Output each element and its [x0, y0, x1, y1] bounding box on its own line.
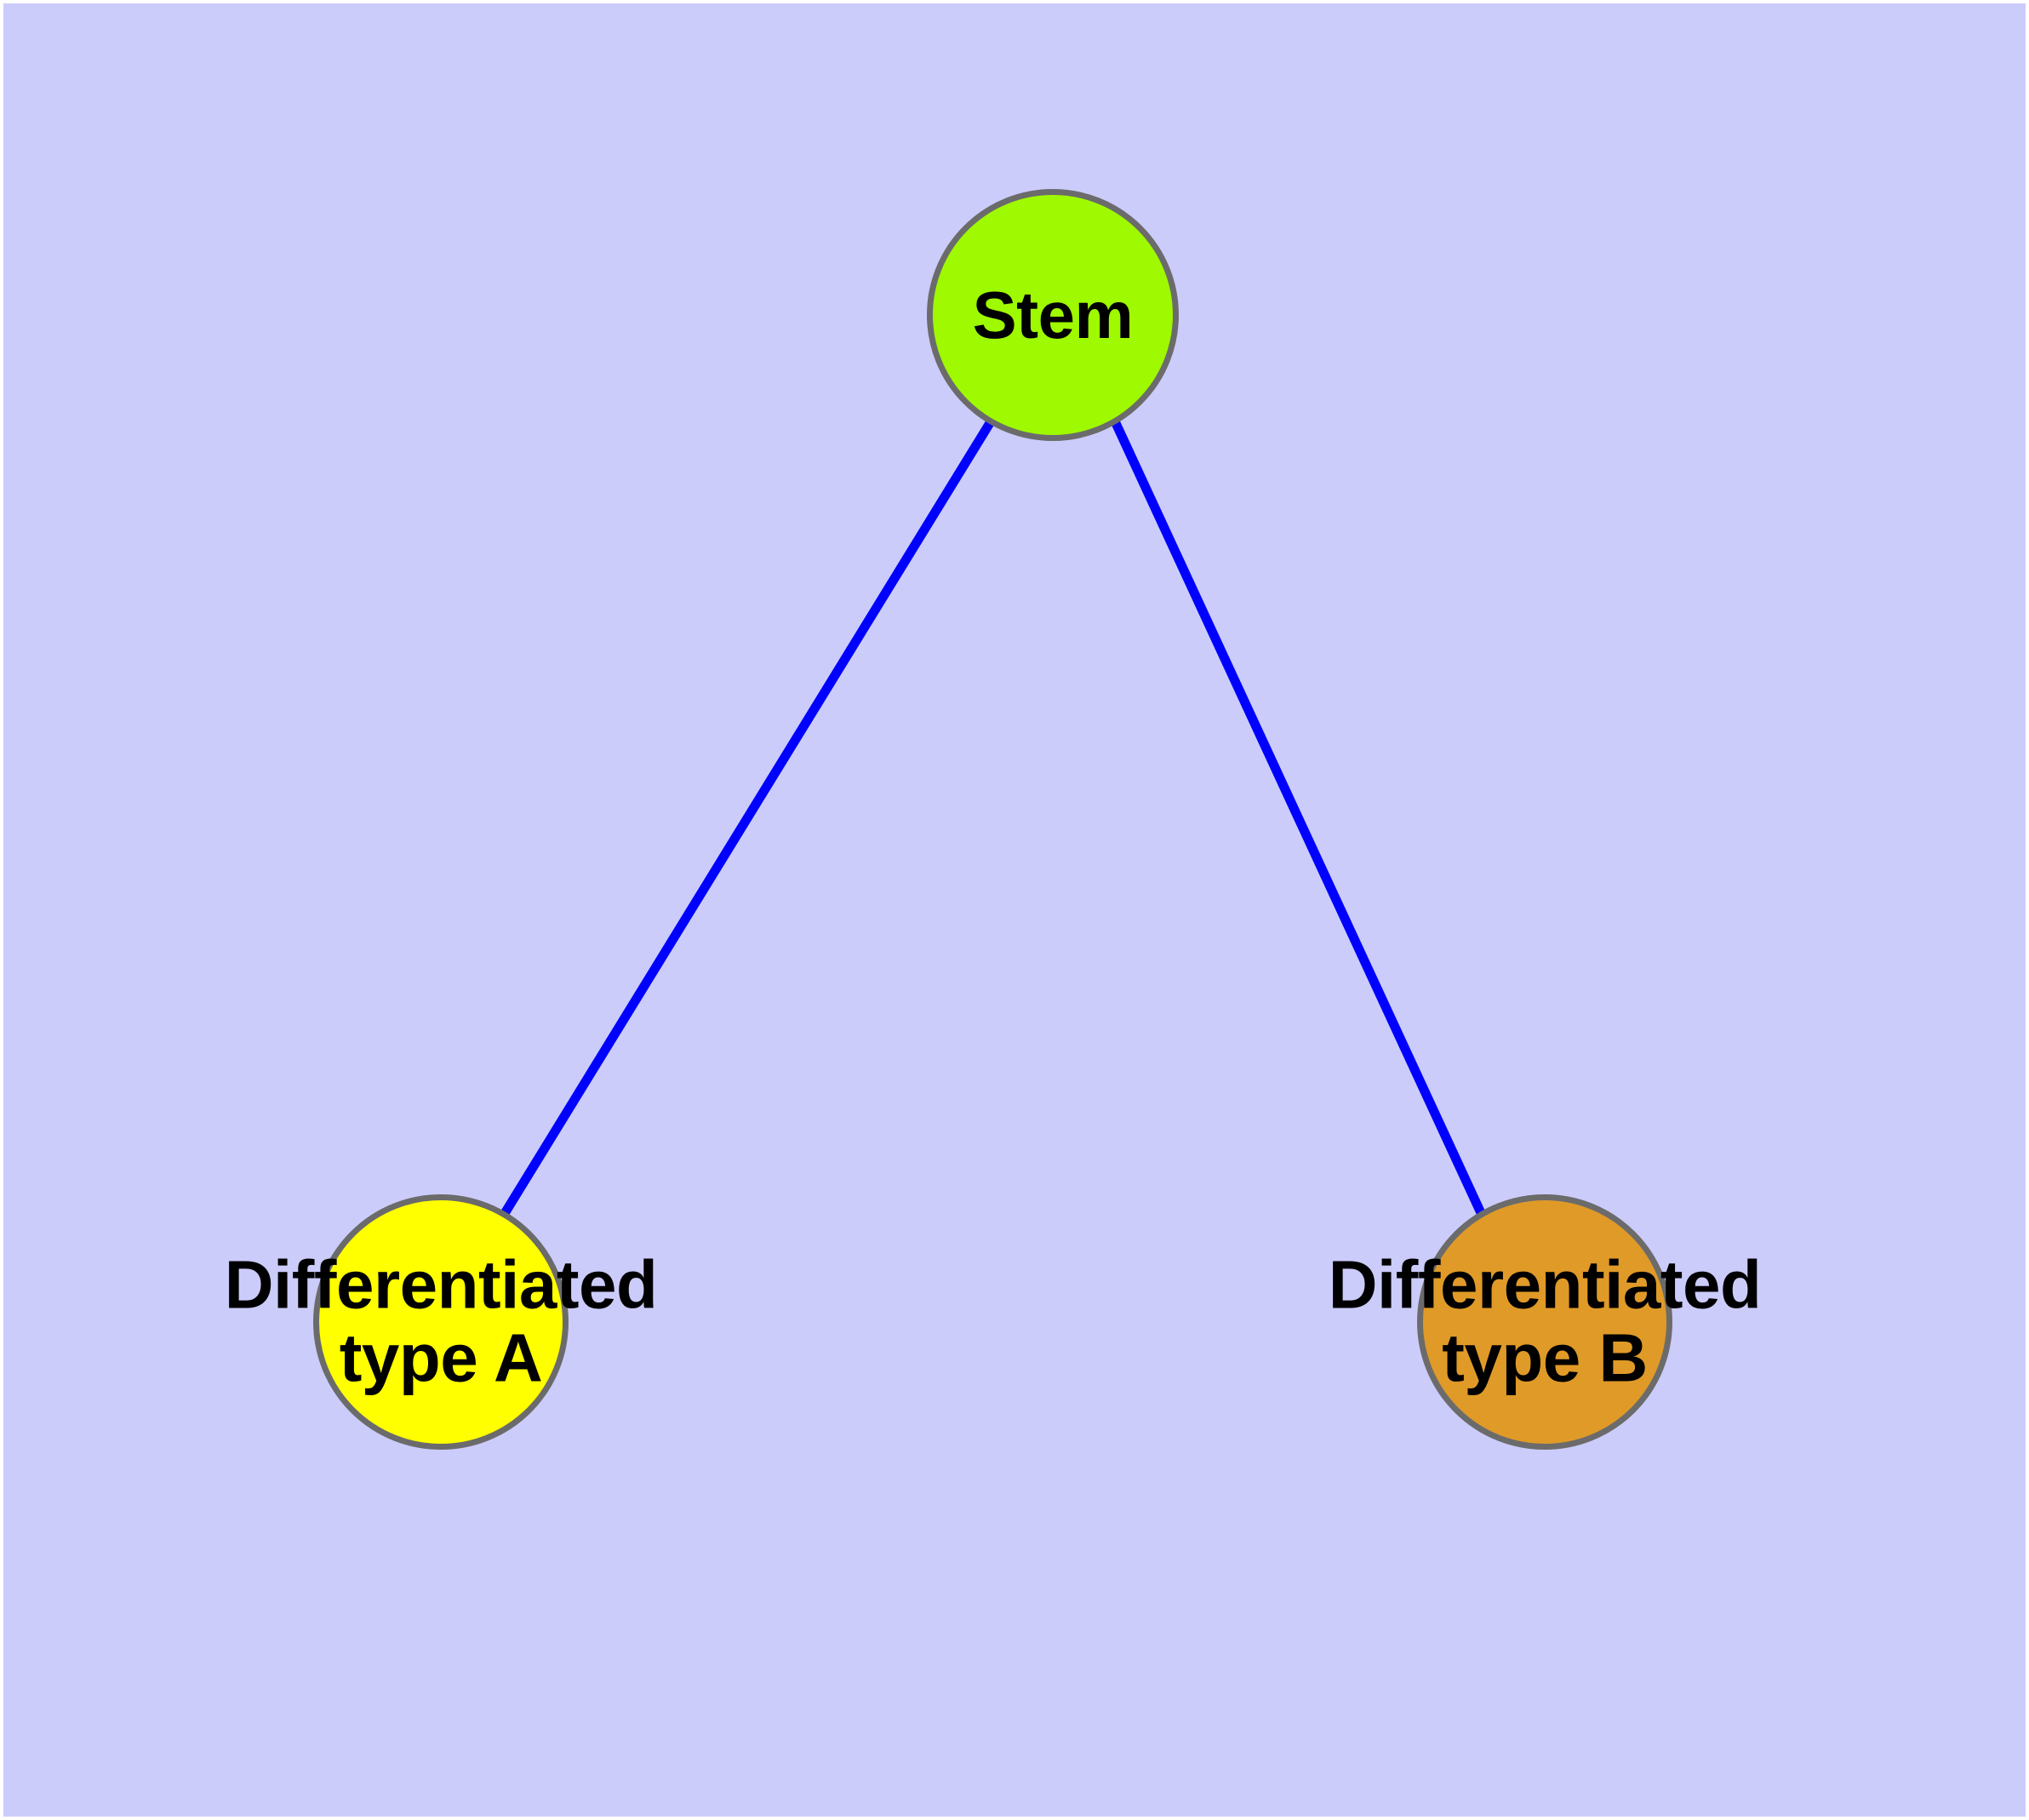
node-differentiated-type-b[interactable]: Differentiated type B — [1329, 1194, 1762, 1450]
node-differentiated-type-a[interactable]: Differentiated type A — [225, 1194, 658, 1450]
node-stem[interactable]: Stem — [927, 189, 1179, 441]
node-stem-label: Stem — [972, 277, 1134, 352]
edge-stem-to-differentiated-type-b[interactable] — [1112, 421, 1486, 1217]
edge-stem-to-differentiated-type-a[interactable] — [500, 421, 994, 1217]
